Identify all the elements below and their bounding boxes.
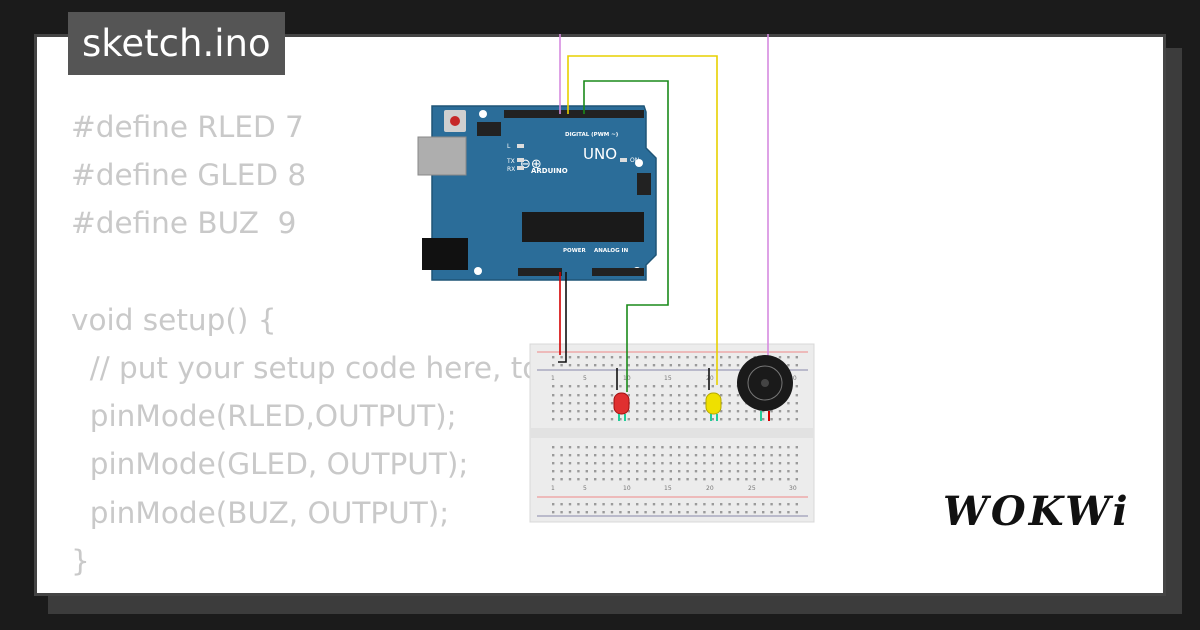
- buzzer[interactable]: [737, 355, 793, 421]
- column-number: 20: [706, 485, 714, 492]
- column-number: 1: [551, 375, 555, 382]
- digital-header-label: DIGITAL (PWM ~): [565, 132, 619, 138]
- digital-pin-header: [504, 110, 644, 118]
- mount-hole: [635, 159, 643, 167]
- led-tx-indicator: [517, 158, 524, 162]
- code-line: pinMode(RLED,OUTPUT);: [71, 399, 457, 434]
- column-number: 15: [664, 485, 672, 492]
- column-number: 25: [748, 485, 756, 492]
- wokwi-logo: WOKWi: [943, 488, 1131, 535]
- column-number: 20: [706, 375, 714, 382]
- breadboard-holes: [552, 356, 798, 514]
- mount-hole: [474, 267, 482, 275]
- breadboard[interactable]: 1 5 10 15 20 25 30 1 5 10 15 20 25 30: [529, 343, 815, 523]
- column-number: 30: [789, 375, 797, 382]
- column-number: 15: [664, 375, 672, 382]
- on-label: ON: [630, 157, 639, 164]
- wire-green[interactable]: [583, 80, 669, 392]
- code-line: pinMode(BUZ, OUTPUT);: [71, 495, 450, 530]
- led-on-indicator: [620, 158, 627, 162]
- led-rx-indicator: [517, 166, 524, 170]
- icsp-header: [477, 122, 501, 136]
- arduino-uno-board[interactable]: DIGITAL (PWM ~) ⊖⊕ ARDUINO UNO ON L TX R…: [417, 105, 657, 281]
- code-line: #define BUZ 9: [71, 206, 297, 241]
- code-line: pinMode(GLED, OUTPUT);: [71, 447, 469, 482]
- led-red[interactable]: [613, 392, 630, 421]
- led-tx-label: TX: [506, 158, 515, 165]
- power-pin-header: [518, 268, 562, 276]
- code-line: void setup() {: [71, 302, 277, 337]
- analog-header-label: ANALOG IN: [594, 248, 629, 254]
- reset-button-cap[interactable]: [450, 116, 460, 126]
- column-number: 10: [623, 485, 631, 492]
- code-line: }: [71, 543, 90, 578]
- led-l-indicator: [517, 144, 524, 148]
- usb-port: [417, 136, 467, 176]
- file-tab[interactable]: sketch.ino: [68, 12, 285, 75]
- atmega-chip: [522, 212, 644, 242]
- model-label: UNO: [583, 145, 617, 163]
- center-channel: [530, 428, 814, 438]
- icsp-header-2: [637, 173, 651, 195]
- column-number: 1: [551, 485, 555, 492]
- mount-hole: [479, 110, 487, 118]
- analog-pin-header: [592, 268, 644, 276]
- code-line: #define RLED 7: [71, 110, 304, 144]
- brand-label: ARDUINO: [531, 167, 568, 175]
- led-rx-label: RX: [507, 166, 515, 173]
- infinity-logo-icon: ⊖⊕: [520, 157, 542, 172]
- power-header-label: POWER: [563, 248, 587, 254]
- column-number: 5: [583, 485, 587, 492]
- column-number: 5: [583, 375, 587, 382]
- wire-black-gnd[interactable]: [558, 272, 567, 363]
- wires[interactable]: [558, 34, 769, 392]
- column-number: 30: [789, 485, 797, 492]
- led-l-label: L: [507, 143, 511, 150]
- code-line: #define GLED 8: [71, 158, 307, 193]
- power-jack: [422, 238, 468, 270]
- wire-yellow[interactable]: [567, 55, 718, 385]
- led-yellow[interactable]: [705, 392, 722, 421]
